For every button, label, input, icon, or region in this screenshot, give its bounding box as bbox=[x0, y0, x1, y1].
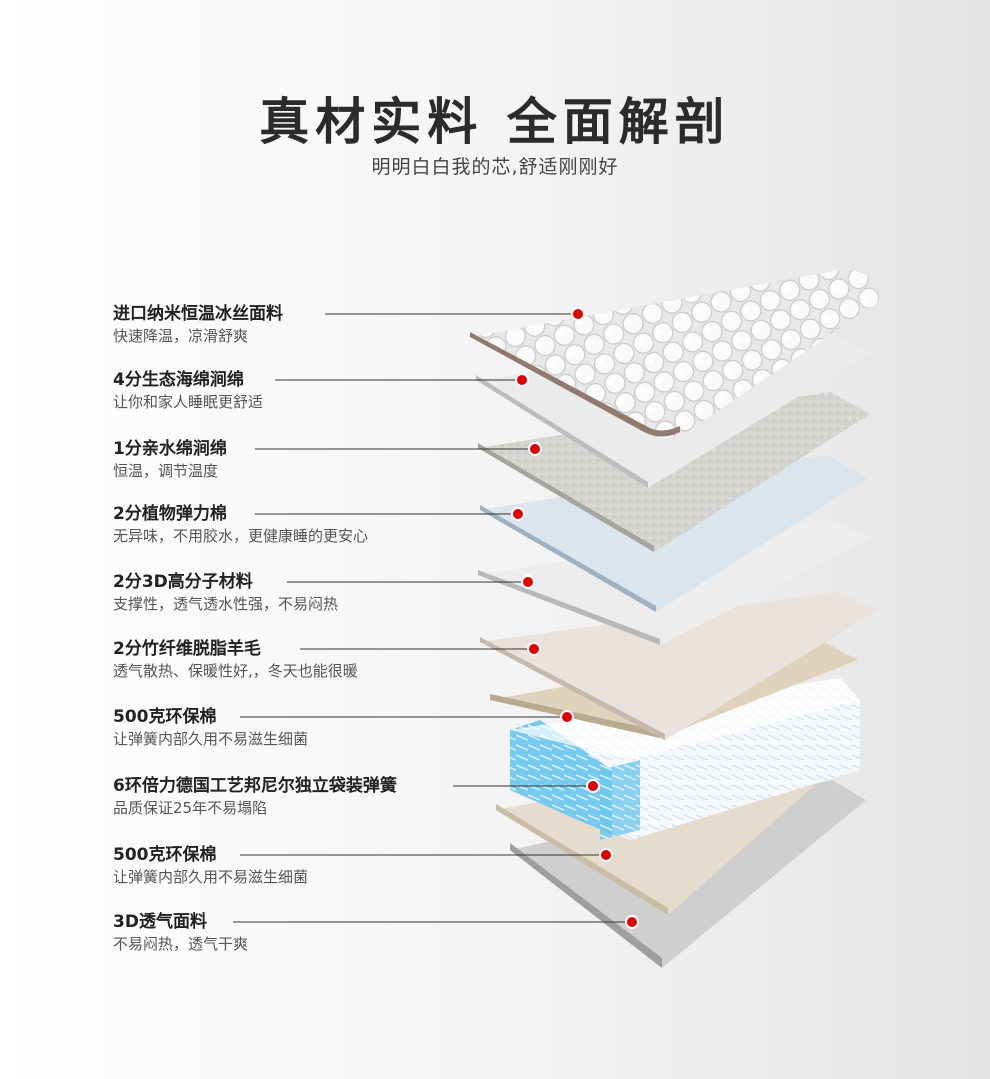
layer-name: 1分亲水绵涧绵 bbox=[113, 439, 227, 459]
layer-label-plant-cotton: 2分植物弹力棉 无异味，不用胶水，更健康睡的更安心 bbox=[113, 504, 673, 554]
layer-desc: 快速降温，凉滑舒爽 bbox=[113, 327, 249, 345]
layer-desc: 让弹簧内部久用不易滋生细菌 bbox=[113, 730, 309, 748]
marker-dot-8 bbox=[586, 779, 600, 793]
layer-label-spring-unit: 6环倍力德国工艺邦尼尔独立袋装弹簧 品质保证25年不易塌陷 bbox=[113, 776, 673, 826]
marker-dot-5 bbox=[521, 575, 535, 589]
marker-dot-3 bbox=[528, 442, 542, 456]
layer-label-eco-sponge: 4分生态海绵涧绵 让你和家人睡眠更舒适 bbox=[113, 370, 673, 420]
layer-label-hydrophilic-foam: 1分亲水绵涧绵 恒温，调节温度 bbox=[113, 439, 673, 489]
layer-label-eco-cotton-lower: 500克环保棉 让弹簧内部久用不易滋生细菌 bbox=[113, 845, 673, 895]
layer-name: 2分竹纤维脱脂羊毛 bbox=[113, 639, 261, 659]
layer-label-eco-cotton-upper: 500克环保棉 让弹簧内部久用不易滋生细菌 bbox=[113, 707, 673, 757]
marker-dot-7 bbox=[560, 710, 574, 724]
layer-name: 500克环保棉 bbox=[113, 845, 217, 865]
marker-dot-9 bbox=[599, 848, 613, 862]
layer-desc: 品质保证25年不易塌陷 bbox=[113, 799, 268, 817]
layer-desc: 让你和家人睡眠更舒适 bbox=[113, 393, 264, 411]
layer-desc: 让弹簧内部久用不易滋生细菌 bbox=[113, 868, 309, 886]
layer-label-3d-fabric: 3D透气面料 不易闷热，透气干爽 bbox=[113, 912, 673, 962]
leader-lines bbox=[233, 313, 632, 923]
layer-desc: 无异味，不用胶水，更健康睡的更安心 bbox=[113, 527, 369, 545]
layer-name: 4分生态海绵涧绵 bbox=[113, 370, 244, 390]
layer-name: 500克环保棉 bbox=[113, 707, 217, 727]
layer-label-bamboo-wool: 2分竹纤维脱脂羊毛 透气散热、保暖性好,，冬天也能很暖 bbox=[113, 639, 673, 689]
layer-bamboo-wool-shape bbox=[480, 592, 878, 740]
layer-label-ice-silk-fabric: 进口纳米恒温冰丝面料 快速降温，凉滑舒爽 bbox=[113, 304, 673, 354]
page-title: 真材实料 全面解剖 bbox=[259, 93, 731, 151]
layer-name: 3D透气面料 bbox=[113, 912, 207, 932]
layer-name: 2分植物弹力棉 bbox=[113, 504, 227, 524]
marker-dots bbox=[511, 307, 639, 929]
layer-desc: 不易闷热，透气干爽 bbox=[113, 935, 249, 953]
layer-desc: 透气散热、保暖性好,，冬天也能很暖 bbox=[113, 662, 358, 680]
marker-dot-4 bbox=[511, 507, 525, 521]
layer-name: 6环倍力德国工艺邦尼尔独立袋装弹簧 bbox=[113, 776, 397, 796]
layer-ice-silk-fabric-shape bbox=[470, 269, 880, 438]
marker-dot-10 bbox=[625, 915, 639, 929]
marker-dot-6 bbox=[527, 642, 541, 656]
marker-dot-1 bbox=[571, 307, 585, 321]
layer-name: 2分3D高分子材料 bbox=[113, 572, 253, 592]
layer-label-3d-polymer: 2分3D高分子材料 支撑性，透气透水性强，不易闷热 bbox=[113, 572, 673, 622]
page-subtitle: 明明白白我的芯,舒适刚刚好 bbox=[371, 156, 619, 178]
layer-desc: 恒温，调节温度 bbox=[113, 462, 219, 480]
layer-name: 进口纳米恒温冰丝面料 bbox=[113, 304, 283, 324]
layer-desc: 支撑性，透气透水性强，不易闷热 bbox=[113, 595, 339, 613]
marker-dot-2 bbox=[515, 373, 529, 387]
